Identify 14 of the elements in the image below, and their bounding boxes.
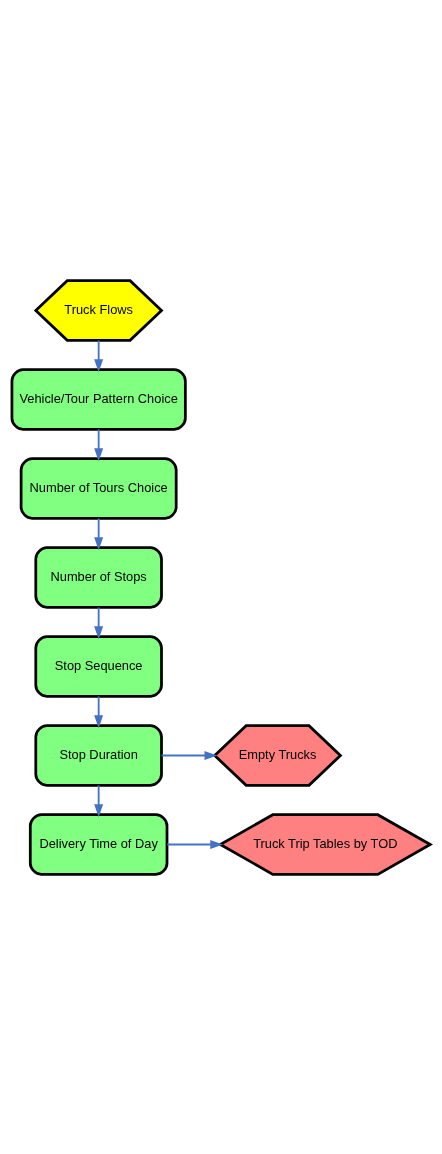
node-box: Number of Stops	[34, 545, 163, 609]
arrow	[94, 517, 104, 550]
arrow	[160, 750, 218, 760]
arrow	[94, 695, 104, 728]
node-box: Delivery Time of Day	[28, 812, 169, 876]
node-box: Stop Sequence	[34, 634, 163, 698]
arrow	[94, 784, 104, 817]
node-box: Vehicle/Tour Pattern Choice	[10, 367, 187, 431]
node-box: Number of Tours Choice	[19, 456, 178, 520]
arrow	[94, 606, 104, 639]
arrow	[94, 339, 104, 372]
arrow	[166, 839, 224, 849]
arrow	[94, 428, 104, 461]
node-box: Stop Duration	[34, 723, 163, 787]
